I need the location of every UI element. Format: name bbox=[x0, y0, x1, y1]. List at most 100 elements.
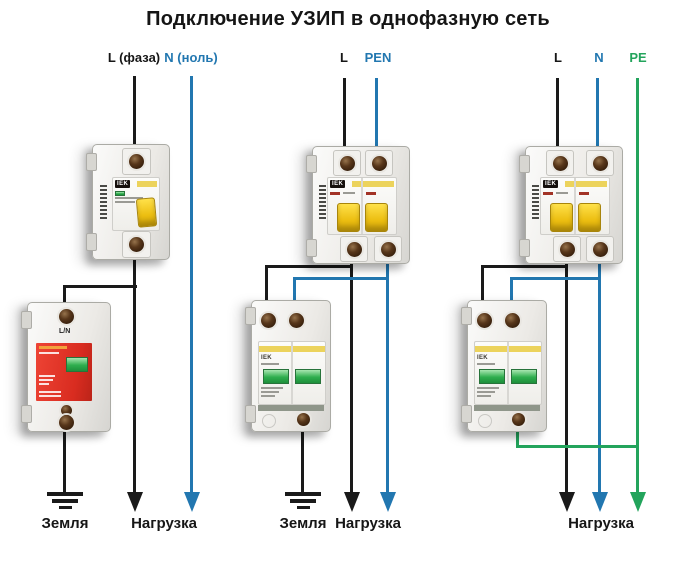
brand-text bbox=[39, 346, 67, 349]
rating-text bbox=[477, 391, 495, 393]
breaker-lever bbox=[365, 203, 388, 232]
rating-text bbox=[39, 391, 61, 393]
scheme1-load-label: Нагрузка bbox=[131, 515, 197, 532]
marking-text bbox=[330, 192, 340, 195]
wire-phase-main-3 bbox=[565, 240, 568, 496]
terminal-top bbox=[586, 150, 614, 176]
terminal-screw-icon bbox=[129, 237, 144, 252]
wire-spd-branch-phase-h-3 bbox=[481, 265, 568, 268]
rating-text bbox=[39, 395, 61, 397]
terminal-screw-icon bbox=[552, 155, 568, 171]
din-tab bbox=[86, 153, 97, 171]
din-tab bbox=[245, 405, 256, 423]
marking-text bbox=[579, 192, 589, 195]
wire-neutral-top-3 bbox=[596, 78, 599, 172]
spd-red-panel bbox=[36, 343, 92, 401]
breaker-lever bbox=[550, 203, 573, 232]
wire-spd-branch-v-1 bbox=[63, 285, 66, 317]
brand-logo: IEK bbox=[330, 180, 346, 188]
rating-text bbox=[261, 391, 279, 393]
spd-terminal-label: L/N bbox=[59, 328, 71, 335]
wire-spd-to-pe-v-3 bbox=[516, 420, 519, 448]
model-text bbox=[39, 352, 59, 354]
rating-text bbox=[556, 192, 568, 194]
scheme1-phase-label: L (фаза) bbox=[107, 50, 161, 65]
wire-neutral-1 bbox=[190, 76, 193, 494]
breaker-face: IEK bbox=[327, 177, 397, 235]
wire-spd-to-ground-2 bbox=[301, 420, 304, 494]
brand-logo: IEK bbox=[115, 180, 131, 188]
scheme1-ground-label: Земля bbox=[41, 515, 89, 532]
barcode-icon bbox=[532, 185, 539, 221]
wire-phase-top-1 bbox=[133, 76, 136, 172]
din-tab bbox=[519, 155, 530, 173]
load-arrow-neutral-1 bbox=[184, 492, 200, 512]
load-arrow-phase-3 bbox=[559, 492, 575, 512]
pole-divider bbox=[574, 178, 576, 234]
terminal-screw-icon bbox=[477, 313, 492, 328]
terminal-top bbox=[333, 150, 361, 176]
model-text bbox=[477, 363, 495, 365]
wire-neutral-main-3 bbox=[598, 240, 601, 496]
knockout-circle bbox=[478, 414, 492, 428]
rating-text bbox=[39, 379, 53, 381]
circuit-breaker-2pole-middle: IEK bbox=[306, 146, 410, 264]
scheme3-neutral-label: N bbox=[594, 50, 604, 65]
load-arrow-pe-3 bbox=[630, 492, 646, 512]
status-indicator-window bbox=[479, 369, 505, 384]
terminal-screw-icon bbox=[346, 241, 362, 257]
indicator-dash bbox=[115, 191, 125, 196]
scheme3-load-label: Нагрузка bbox=[568, 515, 634, 532]
label-strip bbox=[137, 181, 157, 187]
scheme2-pen-label: PEN bbox=[364, 50, 392, 65]
wire-spd-branch-neutral-v-3 bbox=[510, 277, 513, 315]
wire-spd-branch-phase-v-3 bbox=[481, 265, 484, 315]
scheme3-pe-label: PE bbox=[629, 50, 647, 65]
din-tab bbox=[21, 311, 32, 329]
terminal-screw-icon bbox=[61, 405, 72, 416]
wire-phase-main-1 bbox=[133, 240, 136, 496]
label-strip bbox=[352, 181, 394, 187]
wire-spd-branch-pen-v-2 bbox=[293, 277, 296, 315]
terminal-screw-icon bbox=[559, 241, 575, 257]
din-tab bbox=[306, 239, 317, 257]
din-tab bbox=[461, 307, 472, 325]
circuit-breaker-2pole-right: IEK bbox=[519, 146, 623, 264]
load-arrow-phase-1 bbox=[127, 492, 143, 512]
rating-text bbox=[39, 383, 49, 385]
scheme2-load-label: Нагрузка bbox=[335, 515, 401, 532]
spd-2pole-right: IEK bbox=[461, 300, 547, 432]
terminal-bottom bbox=[122, 231, 151, 258]
spd-face: IEK bbox=[258, 341, 326, 405]
ground-symbol-2 bbox=[285, 492, 321, 509]
wire-spd-to-ground-1 bbox=[63, 420, 66, 494]
din-tab bbox=[461, 405, 472, 423]
pole-divider bbox=[361, 178, 363, 234]
rating-text bbox=[261, 395, 275, 397]
terminal-screw-icon bbox=[297, 413, 310, 426]
spd-1pole: L/N bbox=[21, 302, 111, 432]
status-indicator-window bbox=[66, 357, 88, 372]
terminal-screw-icon bbox=[129, 154, 144, 169]
brand-logo: IEK bbox=[543, 180, 559, 188]
rating-text bbox=[343, 192, 355, 194]
marking-text bbox=[115, 201, 135, 203]
marking-text bbox=[366, 192, 376, 195]
label-strip bbox=[565, 181, 607, 187]
wire-spd-branch-h-1 bbox=[63, 285, 137, 288]
din-tab bbox=[21, 405, 32, 423]
marking-text bbox=[115, 197, 143, 199]
wire-spd-branch-neutral-h-3 bbox=[510, 277, 601, 280]
terminal-bottom bbox=[586, 236, 614, 262]
terminal-top bbox=[546, 150, 574, 176]
scheme1-neutral-label: N (ноль) bbox=[164, 50, 218, 65]
terminal-bottom bbox=[553, 236, 581, 262]
wire-pen-main-2 bbox=[386, 240, 389, 496]
rating-text bbox=[261, 387, 283, 389]
lower-strip bbox=[474, 405, 540, 411]
wire-pe-main-3 bbox=[636, 78, 639, 496]
wire-phase-top-3 bbox=[556, 78, 559, 172]
wire-phase-top-2 bbox=[343, 78, 346, 172]
breaker-lever bbox=[578, 203, 601, 232]
